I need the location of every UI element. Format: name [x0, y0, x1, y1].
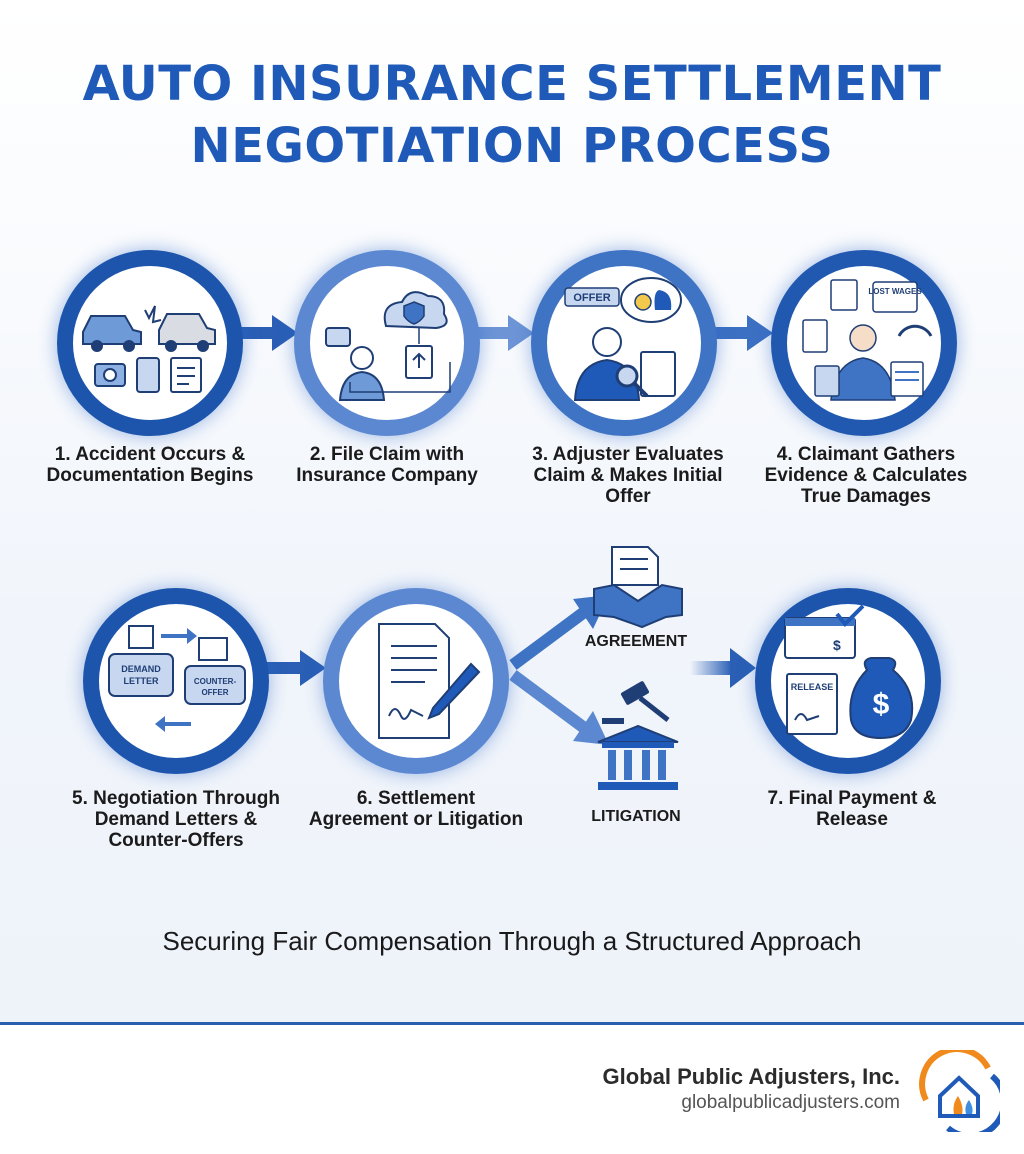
step-7-circle: $ RELEASE $	[755, 588, 941, 774]
car-accident-icon	[82, 305, 216, 393]
brand-block: Global Public Adjusters, Inc. globalpubl…	[603, 1064, 900, 1114]
adjuster-icon: OFFER	[564, 277, 682, 401]
letters-icon: DEMAND LETTER COUNTER- OFFER	[108, 625, 246, 732]
step-6-circle	[323, 588, 509, 774]
footer	[0, 1025, 1024, 1154]
arrow-1-2	[234, 315, 298, 351]
courthouse-icon	[597, 681, 679, 790]
step-7-label: 7. Final Payment & Release	[767, 788, 937, 830]
company-logo-icon	[919, 1050, 1000, 1132]
footer-divider	[0, 1022, 1024, 1025]
branch-arrows	[509, 595, 609, 745]
arrow-2-3	[470, 315, 534, 351]
step-4-label: 4. Claimant Gathers Evidence & Calculate…	[764, 444, 968, 507]
demand-letter-tag-line1: DEMAND	[121, 664, 161, 674]
lost-wages-tag: LOST WAGES	[868, 287, 922, 296]
demand-letter-tag-line2: LETTER	[124, 676, 159, 686]
step-4-circle: LOST WAGES	[771, 250, 957, 436]
step-2-label: 2. File Claim with Insurance Company	[296, 444, 478, 486]
svg-text:$: $	[873, 688, 890, 721]
counter-offer-tag-line2: OFFER	[201, 688, 228, 697]
step-1-circle	[57, 250, 243, 436]
page-title-line-1: AUTO INSURANCE SETTLEMENT	[82, 56, 942, 112]
release-tag: RELEASE	[791, 682, 834, 692]
company-url[interactable]: globalpublicadjusters.com	[681, 1092, 900, 1113]
document-sign-icon	[378, 623, 481, 739]
company-name: Global Public Adjusters, Inc.	[602, 1064, 900, 1089]
step-3-circle: OFFER	[531, 250, 717, 436]
step-2-circle	[294, 250, 480, 436]
step-6-label: 6. Settlement Agreement or Litigation	[308, 788, 524, 830]
counter-offer-tag-line1: COUNTER-	[194, 677, 237, 686]
cloud-claim-icon	[325, 291, 451, 401]
offer-tag: OFFER	[573, 292, 610, 304]
page-title-line-2: NEGOTIATION PROCESS	[190, 118, 834, 174]
step-5-label: 5. Negotiation Through Demand Letters & …	[72, 788, 280, 851]
agreement-label: AGREEMENT	[584, 633, 688, 650]
arrow-to-7	[690, 648, 756, 688]
arrow-3-4	[709, 315, 773, 351]
litigation-label: LITIGATION	[591, 808, 681, 825]
step-3-label: 3. Adjuster Evaluates Claim & Makes Init…	[532, 444, 724, 507]
arrow-5-6	[262, 650, 326, 686]
handshake-icon	[593, 546, 683, 629]
payment-icon: $ RELEASE $	[784, 604, 914, 740]
evidence-icon: LOST WAGES	[802, 279, 933, 401]
subtitle: Securing Fair Compensation Through a Str…	[162, 926, 862, 956]
step-1-label: 1. Accident Occurs & Documentation Begin…	[46, 444, 254, 486]
svg-text:$: $	[833, 637, 841, 653]
step-5-circle: DEMAND LETTER COUNTER- OFFER	[83, 588, 269, 774]
background	[0, 0, 1024, 1024]
